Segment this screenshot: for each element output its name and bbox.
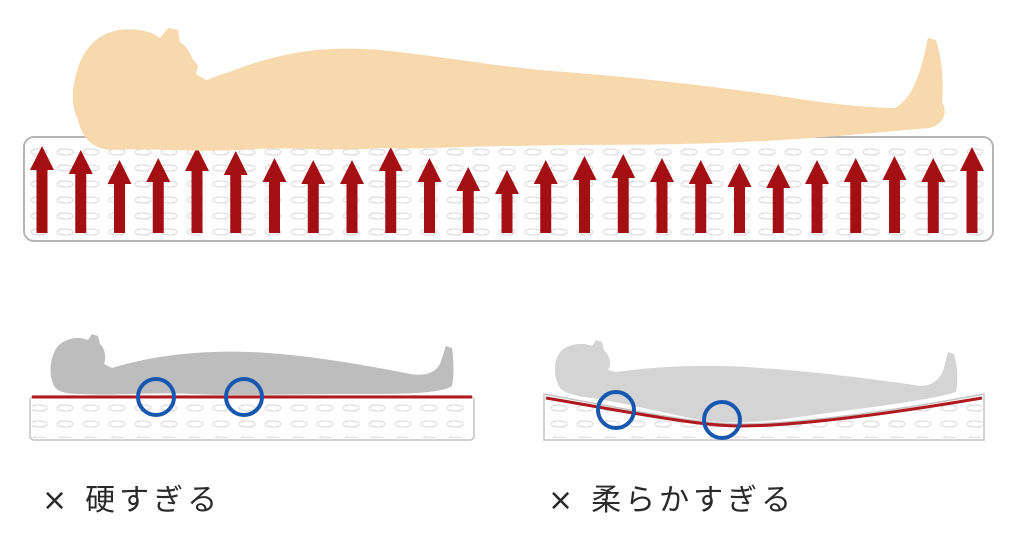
support-arrow-icon	[30, 146, 54, 233]
support-arrow-icon	[572, 156, 597, 233]
support-arrow-icon	[417, 158, 442, 233]
support-arrow-icon	[650, 158, 674, 233]
support-arrow-icon	[495, 170, 519, 233]
too-hard-mattress-texture	[32, 398, 472, 438]
ideal-mattress-panel	[23, 28, 994, 242]
support-arrow-icon	[301, 160, 326, 233]
too-hard-label: 硬すぎる	[85, 483, 222, 518]
too-hard-pressure-circle-hip	[224, 377, 264, 417]
support-arrow-icon	[340, 160, 364, 233]
support-arrow-icon	[378, 147, 403, 233]
too-soft-body-silhouette	[554, 340, 958, 423]
too-soft-label: 柔らかすぎる	[591, 483, 796, 518]
support-arrow-icon	[107, 160, 132, 233]
support-arrow-icon	[921, 158, 946, 233]
cross-mark-icon: ×	[42, 483, 72, 518]
support-arrow-icon	[766, 164, 791, 233]
cross-mark-icon: ×	[548, 483, 578, 518]
support-arrow-icon	[262, 158, 287, 233]
too-soft-pressure-circle-hip	[702, 400, 742, 440]
support-arrow-icon	[146, 158, 171, 233]
support-arrow-icon	[843, 158, 868, 233]
support-arrow-icon	[882, 156, 907, 233]
support-arrow-icon	[727, 163, 752, 233]
ideal-body-silhouette	[72, 28, 945, 151]
too-soft-caption: × 柔らかすぎる	[548, 486, 795, 516]
too-soft-panel	[543, 340, 985, 441]
support-arrow-icon	[960, 147, 984, 233]
too-hard-body-silhouette	[50, 334, 454, 395]
support-arrows	[30, 146, 984, 233]
support-arrow-icon	[611, 154, 636, 233]
too-hard-panel	[29, 334, 475, 441]
too-hard-pressure-circle-shoulder	[136, 377, 176, 417]
support-arrow-icon	[688, 160, 713, 233]
too-hard-caption: × 硬すぎる	[42, 486, 221, 516]
too-soft-mattress-texture	[546, 396, 982, 438]
support-arrow-icon	[805, 160, 829, 233]
support-arrow-icon	[533, 160, 558, 233]
too-soft-pressure-circle-shoulder	[596, 390, 636, 430]
support-arrow-icon	[223, 151, 248, 233]
support-arrow-icon	[68, 150, 93, 233]
support-arrow-icon	[456, 167, 481, 233]
support-arrow-icon	[185, 147, 209, 233]
